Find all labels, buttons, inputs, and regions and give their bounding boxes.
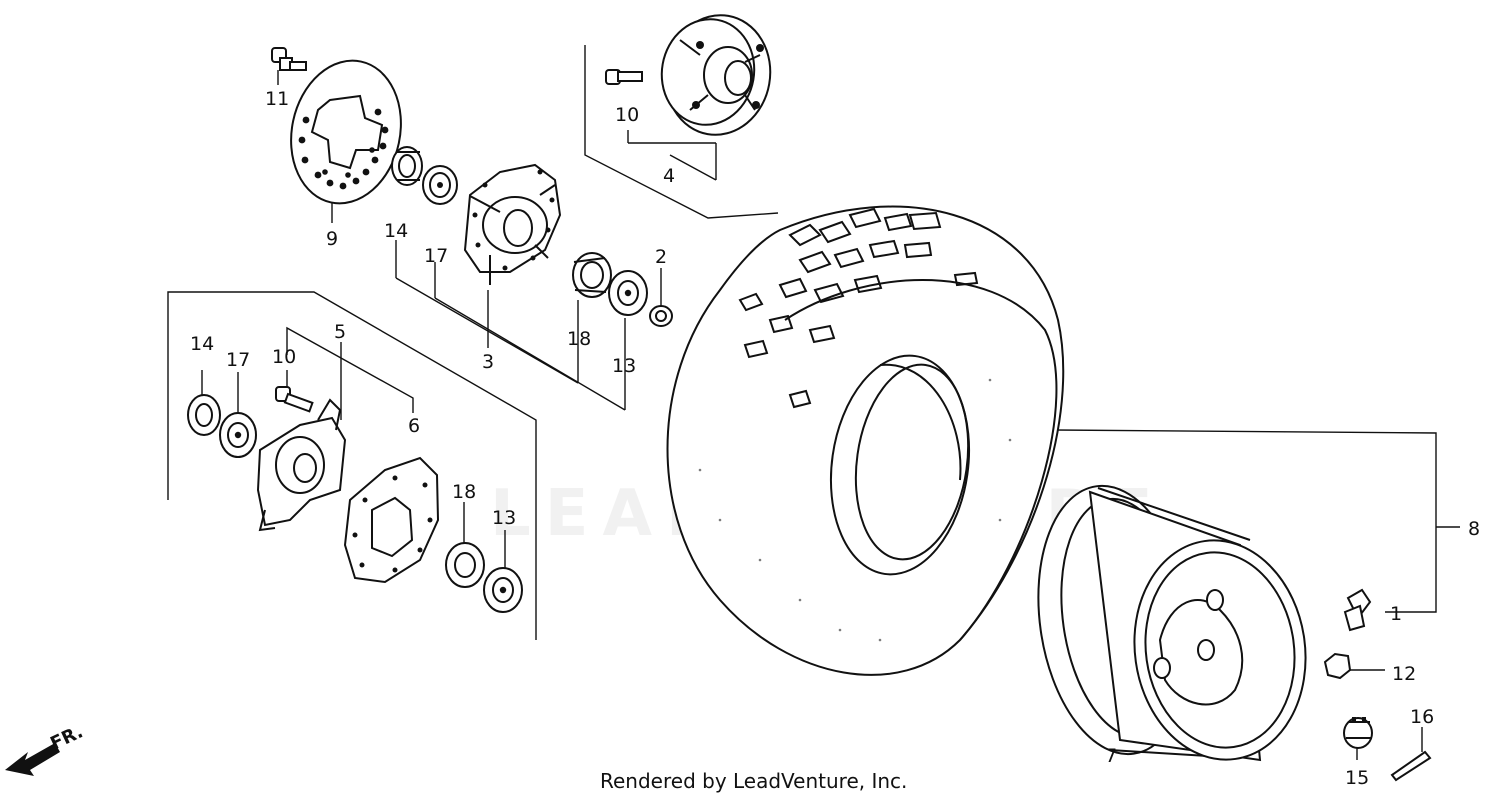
callout-14-upper: 14 <box>384 220 408 242</box>
bolt-part-10-top[interactable] <box>605 69 643 85</box>
bearing-part-17-lower[interactable] <box>219 412 257 458</box>
tire[interactable] <box>666 205 1065 676</box>
cotter-pin-part-16[interactable] <box>1390 750 1432 782</box>
hub-part-3[interactable] <box>463 163 562 285</box>
callout-10-top: 10 <box>615 104 639 126</box>
nut-part-12[interactable] <box>1323 652 1352 680</box>
callout-13-lower: 13 <box>492 507 516 529</box>
bearing-part-13-upper[interactable] <box>608 270 648 316</box>
callout-8: 8 <box>1468 518 1480 540</box>
tire-tread <box>738 207 979 409</box>
callout-2: 2 <box>655 246 667 268</box>
callout-10-lower: 10 <box>272 346 296 368</box>
bearing-part-14-upper[interactable] <box>391 146 423 186</box>
callout-5: 5 <box>334 321 346 343</box>
brake-disc-part-9[interactable] <box>278 50 414 213</box>
callout-9: 9 <box>326 228 338 250</box>
brake-plate-part-6[interactable] <box>343 456 440 584</box>
bearing-part-18-upper[interactable] <box>572 252 612 298</box>
valve-part-1[interactable] <box>1343 588 1372 632</box>
bearing-part-14-lower[interactable] <box>187 394 221 436</box>
bearing-part-13-lower[interactable] <box>483 567 523 613</box>
hub-part-4[interactable] <box>653 7 779 143</box>
castle-nut-part-15[interactable] <box>1343 717 1373 749</box>
front-direction-arrow: FR. <box>5 721 86 776</box>
footer-credit: Rendered by LeadVenture, Inc. <box>600 769 907 793</box>
callout-15: 15 <box>1345 767 1369 789</box>
collar-part-2[interactable] <box>649 305 673 327</box>
callout-14-lower: 14 <box>190 333 214 355</box>
callout-18-upper: 18 <box>567 328 591 350</box>
callout-17-upper: 17 <box>424 245 448 267</box>
callout-17-lower: 17 <box>226 349 250 371</box>
direction-label: FR. <box>47 721 86 754</box>
callout-16: 16 <box>1410 706 1434 728</box>
bolt-part-10-lower[interactable] <box>275 386 314 413</box>
bolt-part-11[interactable] <box>271 47 307 71</box>
callout-4: 4 <box>663 165 675 187</box>
bearing-part-17-upper[interactable] <box>422 165 458 205</box>
leader-lines <box>167 45 1460 760</box>
callout-6: 6 <box>408 415 420 437</box>
callout-12: 12 <box>1392 663 1416 685</box>
bearing-part-18-lower[interactable] <box>445 542 485 588</box>
rim-part-7[interactable] <box>1022 476 1320 771</box>
callout-18-lower: 18 <box>452 481 476 503</box>
callout-3: 3 <box>482 351 494 373</box>
hub-part-5[interactable] <box>256 398 347 532</box>
callout-13-upper: 13 <box>612 355 636 377</box>
callout-11: 11 <box>265 88 289 110</box>
callout-1: 1 <box>1390 603 1402 625</box>
callout-labels: 1 2 3 4 5 6 7 8 9 10 10 11 12 13 13 14 1… <box>190 88 1480 789</box>
callout-7: 7 <box>1105 745 1117 767</box>
